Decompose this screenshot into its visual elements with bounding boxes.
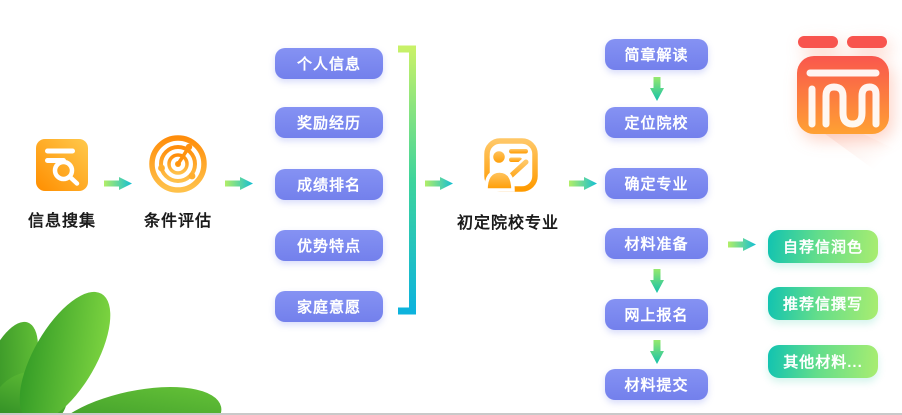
step-pill-material-submit: 材料提交 — [605, 369, 708, 400]
brand-logo-icon — [797, 36, 889, 134]
bottom-border-line — [0, 413, 902, 415]
radar-icon — [149, 135, 207, 193]
step-pill-material-prep: 材料准备 — [605, 228, 708, 259]
flow-arrow-down-icon — [650, 340, 664, 364]
flow-arrow-right-icon — [225, 177, 253, 190]
flow-arrow-down-icon — [650, 77, 664, 101]
stage-label-info-gathering: 信息搜集 — [27, 213, 96, 230]
document-search-icon — [36, 139, 88, 191]
material-pill-recommendation-letter: 推荐信撰写 — [768, 287, 878, 320]
input-pill-family-wishes: 家庭意愿 — [275, 291, 383, 322]
input-pill-awards: 奖励经历 — [275, 107, 383, 138]
step-pill-target-schools: 定位院校 — [605, 107, 708, 138]
group-bracket — [398, 45, 416, 315]
flow-arrow-right-icon — [425, 177, 453, 190]
step-pill-confirm-major: 确定专业 — [605, 168, 708, 199]
material-pill-self-recommendation: 自荐信润色 — [768, 230, 878, 263]
stage-label-initial-school-major: 初定院校专业 — [456, 215, 559, 232]
flow-arrow-right-icon — [104, 177, 132, 190]
material-pill-other-materials: 其他材料... — [768, 345, 878, 378]
input-pill-personal-info: 个人信息 — [275, 48, 383, 79]
flow-arrow-right-icon — [569, 177, 597, 190]
step-pill-online-signup: 网上报名 — [605, 299, 708, 330]
step-pill-brochure-reading: 简章解读 — [605, 39, 708, 70]
flow-arrow-down-icon — [650, 269, 664, 293]
input-pill-strengths: 优势特点 — [275, 230, 383, 261]
stage-label-condition-evaluation: 条件评估 — [143, 213, 212, 230]
leaf-decoration — [0, 291, 222, 415]
input-pill-grade-ranking: 成绩排名 — [275, 169, 383, 200]
flow-arrow-right-icon — [728, 238, 756, 251]
school-profile-icon — [484, 138, 538, 192]
